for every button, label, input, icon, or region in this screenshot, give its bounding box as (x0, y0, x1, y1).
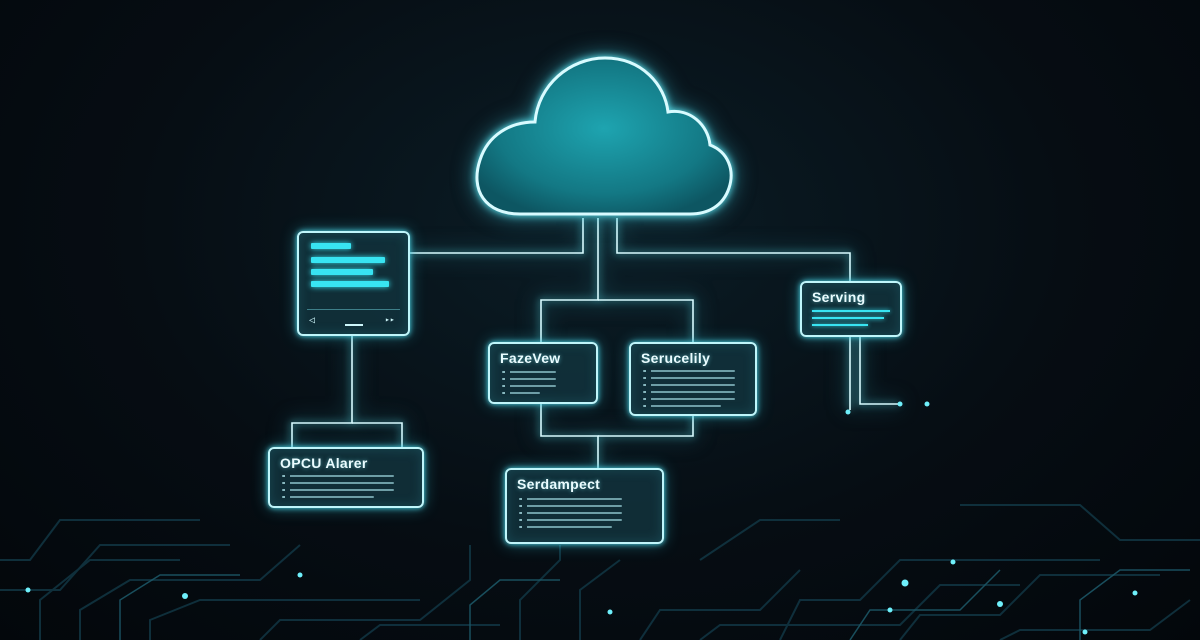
node-serving: Serving (800, 281, 902, 337)
connector-lines (291, 218, 900, 468)
node-opcu-title: OPCU Alarer (280, 455, 368, 471)
serving-line-2 (812, 317, 884, 319)
back-icon: ◁ (309, 315, 316, 326)
connector-center-serucelily (598, 299, 694, 342)
serving-line-1 (812, 310, 890, 312)
circuit-traces-bright (119, 569, 1190, 640)
dashboard-footer-bar (345, 324, 363, 326)
node-fazeview-title: FazeVew (500, 350, 561, 366)
node-fazeview-lines (502, 371, 556, 399)
circuit-traces (0, 504, 1200, 640)
connector-cloud-center (540, 218, 599, 342)
node-serucelily-lines (643, 370, 735, 412)
node-fazeview: FazeVew (488, 342, 598, 404)
forward-icon: ▸▸ (385, 315, 395, 324)
glow-dots (25, 401, 1138, 635)
dashboard-bar-4 (311, 281, 389, 287)
dashboard-bar-1 (311, 243, 351, 249)
dashboard-bar-2 (311, 257, 385, 263)
connector-cloud-dashboard (410, 218, 584, 254)
node-serdampect-title: Serdampect (517, 476, 601, 492)
connector-serucelily-serdampect (598, 416, 694, 437)
node-serucelily-title: Serucelily (641, 350, 711, 366)
serving-line-3 (812, 324, 868, 326)
node-serucelily: Serucelily (629, 342, 757, 416)
cloud-icon (475, 56, 733, 216)
node-opcu: OPCU Alarer (268, 447, 424, 508)
dashboard-panel: ◁ ▸▸ (297, 231, 410, 336)
node-opcu-lines (282, 475, 394, 503)
connector-cloud-serving (616, 218, 851, 281)
node-serdampect-lines (519, 498, 622, 533)
node-serdampect: Serdampect (505, 468, 664, 544)
connector-fazeview-serdampect (540, 404, 599, 468)
connector-dashboard-opcu (352, 422, 403, 447)
connector-serving-branch (859, 336, 900, 405)
node-serving-title: Serving (812, 289, 866, 305)
dashboard-divider (307, 309, 400, 310)
connector-dashboard-down (291, 336, 353, 447)
dashboard-bar-3 (311, 269, 373, 275)
